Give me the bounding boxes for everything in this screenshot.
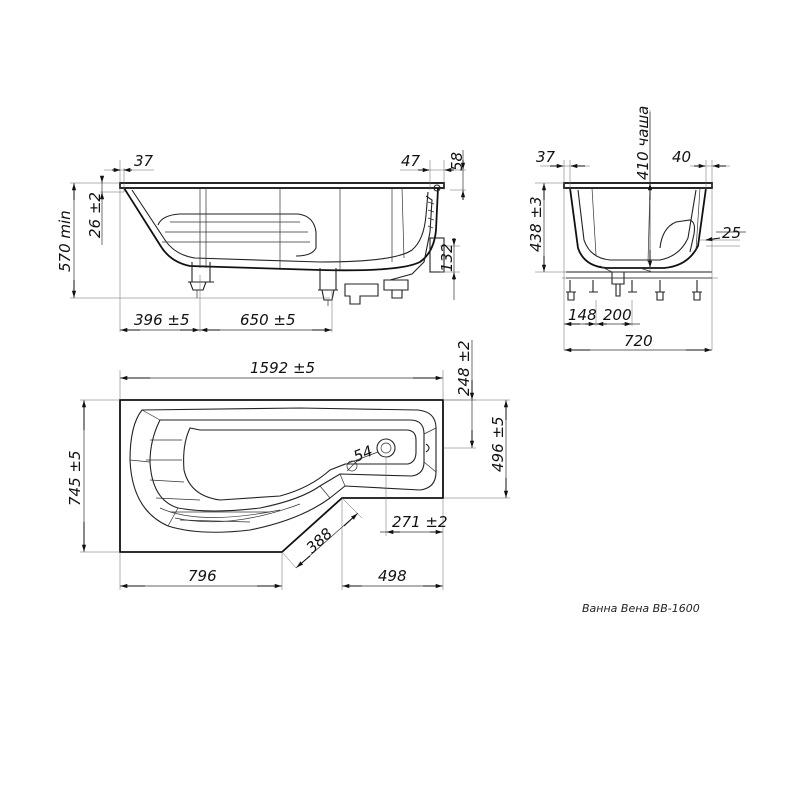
drain-circle	[376, 438, 396, 458]
side-siphon	[344, 279, 409, 305]
end-dim-height: 438 ±3	[527, 196, 545, 252]
top-dim-narrow-width: 496 ±5	[489, 416, 507, 472]
side-view: 37 47 58 26 ±2 570 min 132 396 ±5 650 ±5	[56, 150, 466, 333]
top-bowl	[129, 407, 437, 533]
top-dim-bottom-right: 498	[378, 567, 407, 585]
top-dim-bottom-left: 796	[188, 567, 217, 585]
side-dim-total-height: 570 min	[56, 210, 74, 272]
side-dim-rim-thickness: 26 ±2	[86, 192, 104, 238]
top-dim-total-width: 745 ±5	[66, 450, 84, 506]
side-dim-drain-height: 132	[438, 243, 456, 272]
end-dim-width: 720	[624, 332, 653, 350]
top-view: 54 1592 ±5 248 ±2 496 ±5 745 ±5 271 ±2 3	[66, 340, 510, 590]
end-dim-rim-right: 40	[672, 148, 691, 166]
side-dim-leg-offset: 396 ±5	[134, 311, 190, 329]
side-dim-rim-left: 37	[134, 152, 154, 170]
end-dim-right-offset: 25	[722, 224, 741, 242]
end-dim-leg-left: 148	[568, 306, 597, 324]
side-dim-leg-spacing: 650 ±5	[240, 311, 296, 329]
side-bowl	[131, 189, 429, 263]
side-body	[123, 187, 439, 272]
top-dim-drain-dia: 54	[351, 442, 375, 466]
end-dim-bowl-depth: 410 чаша	[634, 106, 652, 180]
end-dim-rim-left: 37	[536, 148, 556, 166]
end-dim-leg-middle: 200	[603, 306, 632, 324]
end-body	[569, 187, 707, 269]
top-dim-narrow-offset: 248 ±2	[455, 340, 473, 396]
top-dim-length: 1592 ±5	[250, 359, 315, 377]
side-dim-rim-right-inner: 47	[401, 152, 421, 170]
side-headrest	[157, 213, 317, 257]
top-dim-drain-offset: 271 ±2	[392, 513, 448, 531]
side-dim-rim-right-height: 58	[448, 152, 466, 171]
side-rim	[119, 182, 445, 189]
end-view: 37 40 410 чаша 438 ±3 25 148 200 720	[527, 106, 746, 353]
end-rim	[563, 182, 713, 189]
drawing-title: Ванна Вена ВВ-1600	[582, 602, 700, 615]
